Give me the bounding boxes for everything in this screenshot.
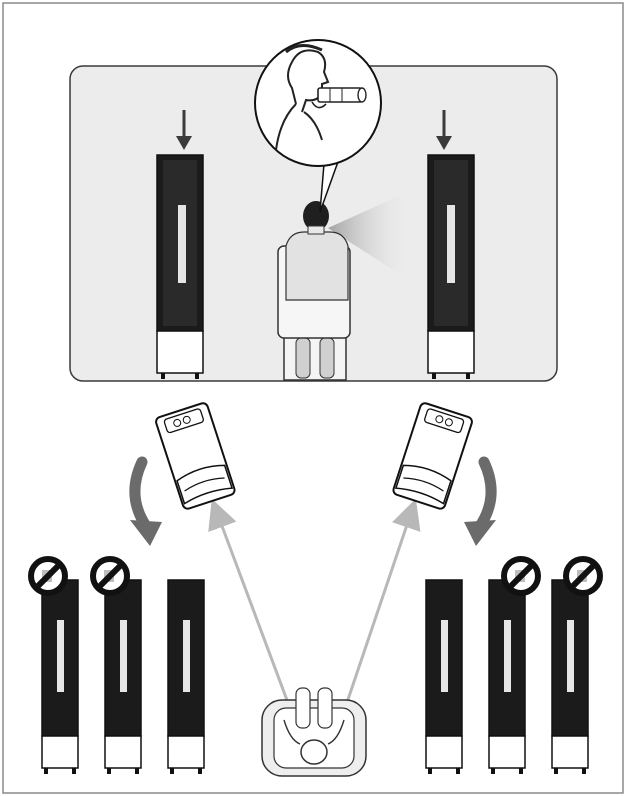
sight-line-arrow-icon	[334, 498, 421, 736]
seated-listener-top	[261, 687, 367, 777]
down-arrow-icon	[436, 110, 452, 150]
seated-listener-back	[277, 201, 351, 381]
rotate-arrow-icon	[464, 456, 497, 546]
right-row-speaker-2	[488, 579, 526, 774]
prohibited-icon	[563, 556, 603, 596]
left-row-speaker-2	[104, 579, 142, 774]
sight-line-arrow-icon	[208, 498, 302, 736]
rotate-arrow-icon	[129, 456, 162, 546]
right-row-speaker-1	[425, 579, 463, 774]
left-row-speaker-3	[167, 579, 205, 774]
sound-beam	[328, 190, 412, 282]
rotated-left-speaker	[155, 402, 236, 510]
rotated-right-speaker	[392, 402, 473, 510]
left-row-speaker-1	[41, 579, 79, 774]
prohibited-icon	[501, 556, 541, 596]
front-left-speaker	[156, 154, 204, 379]
right-row-speaker-3	[551, 579, 589, 774]
prohibited-icon	[90, 556, 130, 596]
prohibited-icon	[28, 556, 68, 596]
down-arrow-icon	[176, 110, 192, 150]
ear-level-callout	[254, 39, 382, 213]
front-right-speaker	[427, 154, 475, 379]
